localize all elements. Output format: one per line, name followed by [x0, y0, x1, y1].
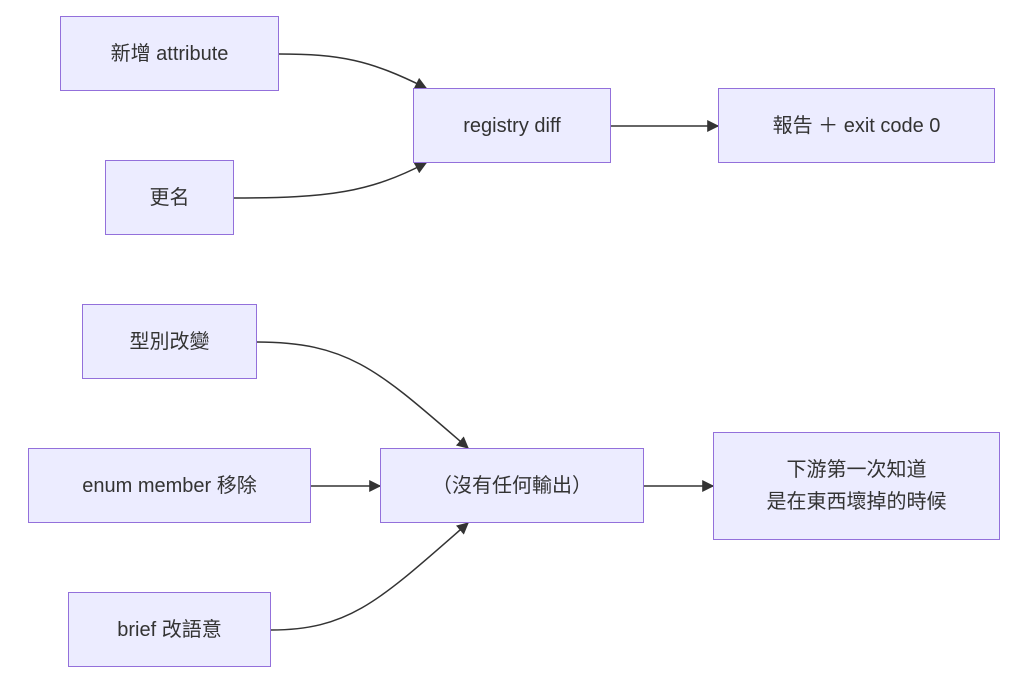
- node-label: enum member 移除: [82, 474, 257, 497]
- node-report: 報告 ＋ exit code 0: [718, 88, 995, 163]
- node-type-change: 型別改變: [82, 304, 257, 379]
- node-no-output: （沒有任何輸出）: [380, 448, 644, 523]
- node-added-attribute: 新增 attribute: [60, 16, 279, 91]
- edge-added-to-diff: [278, 53, 428, 89]
- node-label: brief 改語意: [117, 618, 222, 641]
- edge-renamed-to-diff: [233, 162, 428, 199]
- node-label: 報告 ＋ exit code 0: [772, 114, 941, 137]
- node-enum-member-removed: enum member 移除: [28, 448, 311, 523]
- node-label-line-2: 是在東西壞掉的時候: [766, 491, 947, 513]
- node-label-line-1: 下游第一次知道: [786, 459, 927, 481]
- node-label: （沒有任何輸出）: [432, 474, 592, 497]
- node-brief-meaning-change: brief 改語意: [68, 592, 271, 667]
- node-label: 新增 attribute: [110, 42, 229, 65]
- node-renamed: 更名: [105, 160, 234, 235]
- node-label: 更名: [149, 186, 190, 209]
- node-label: 型別改變: [129, 330, 210, 353]
- node-registry-diff: registry diff: [413, 88, 611, 163]
- edge-brief-to-none: [270, 522, 469, 631]
- node-label: registry diff: [463, 114, 561, 137]
- edge-type-to-none: [256, 341, 469, 449]
- node-downstream: 下游第一次知道 是在東西壞掉的時候: [713, 432, 1000, 540]
